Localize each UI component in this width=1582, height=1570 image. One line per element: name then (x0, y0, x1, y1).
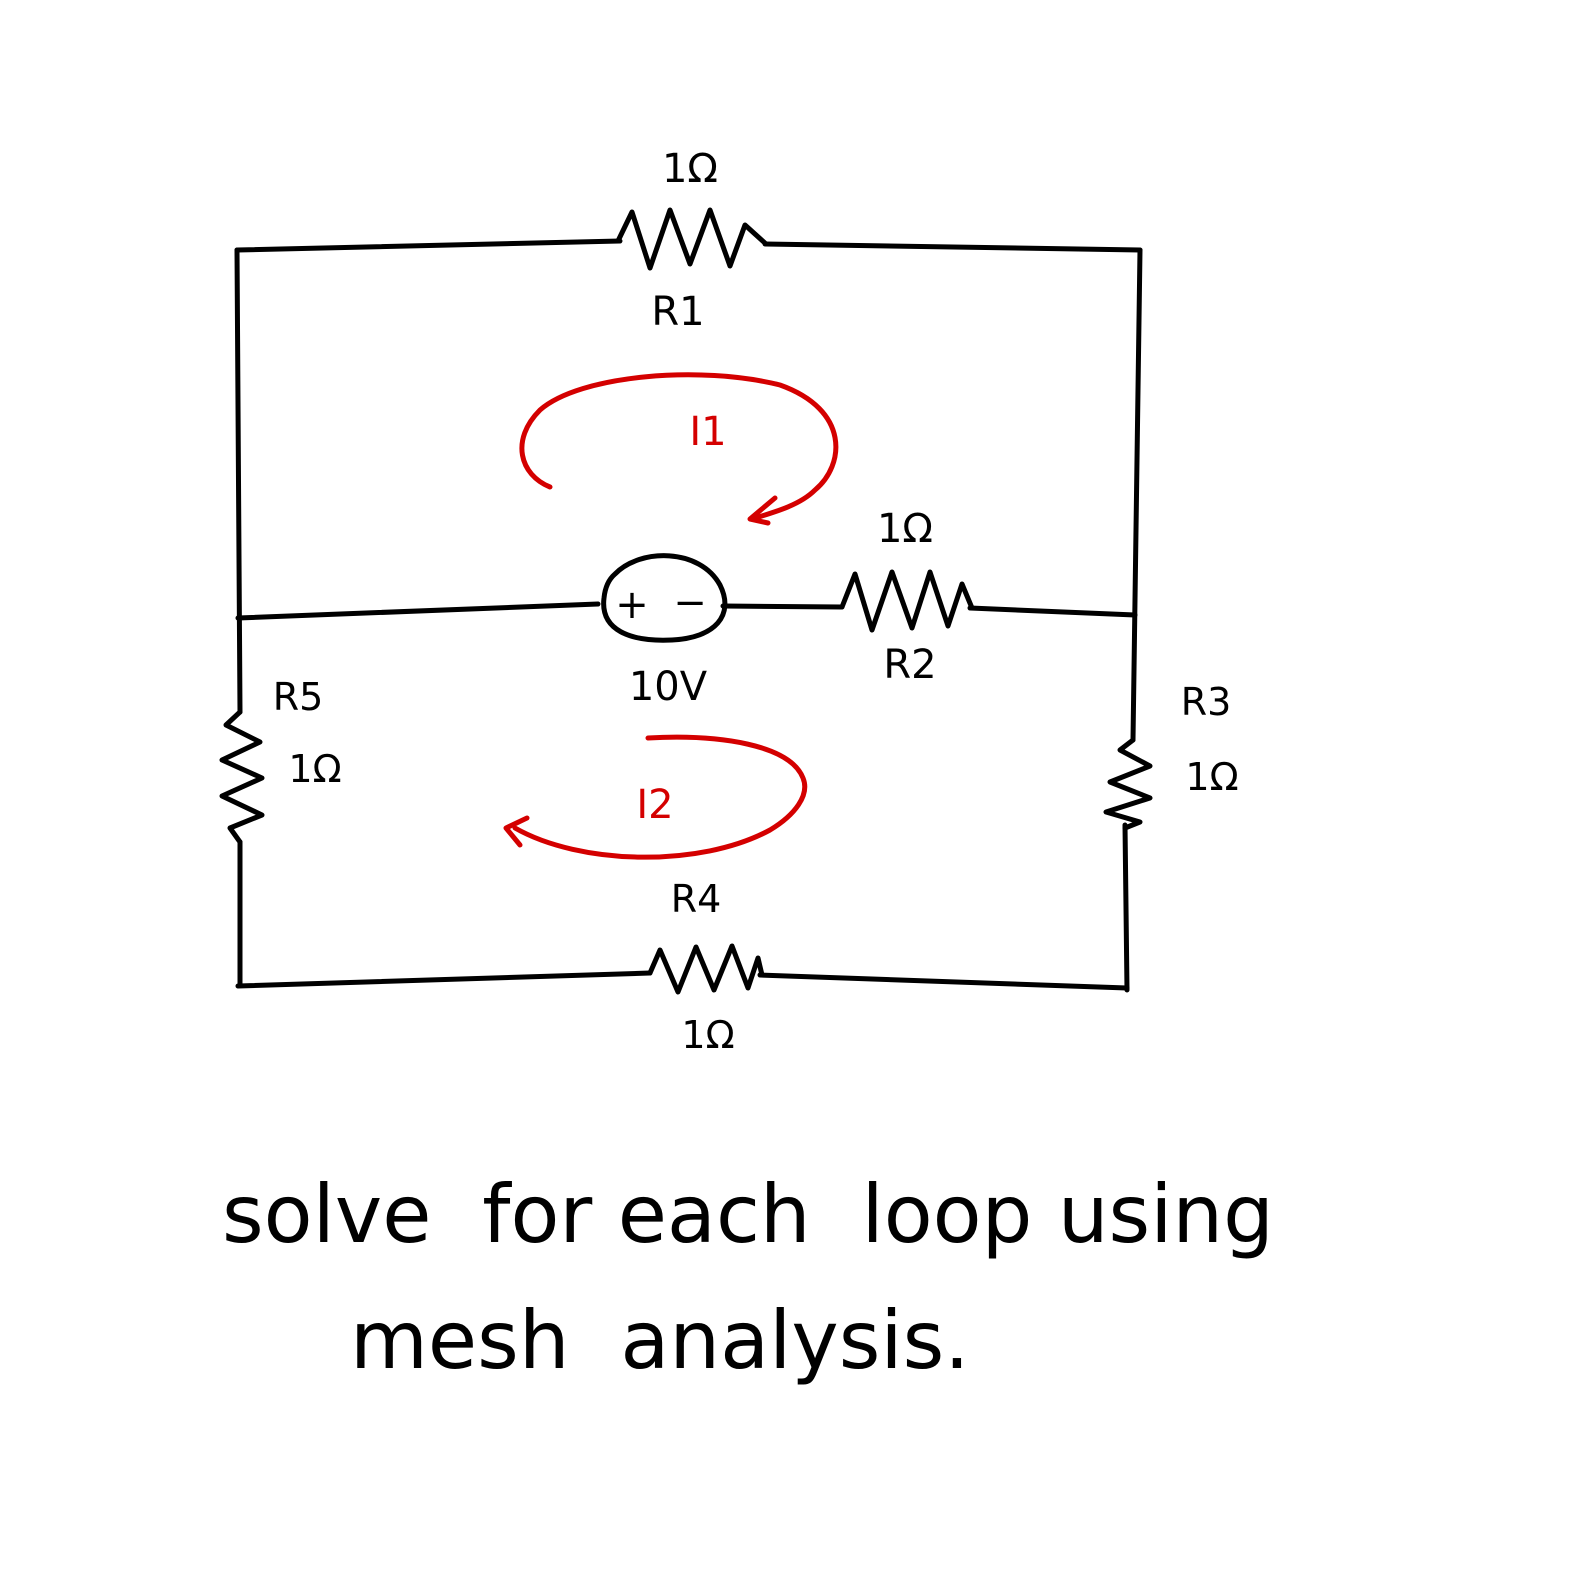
r5-name-label: R5 (273, 675, 324, 719)
left-wire-upper (234, 247, 243, 715)
resistor-r3 (1103, 737, 1153, 831)
mesh-i1-arc (519, 372, 839, 522)
wires (234, 238, 1143, 993)
r2-name-label: R2 (883, 642, 936, 688)
r1-name-label: R1 (651, 289, 704, 335)
resistor-r1 (615, 207, 769, 271)
resistor-r4 (647, 943, 765, 995)
r4-value-label: 1Ω (681, 1013, 734, 1057)
r1-value-label: 1Ω (662, 146, 718, 192)
r4-name-label: R4 (671, 877, 722, 921)
r3-value-label: 1Ω (1185, 755, 1238, 799)
top-wire-right (762, 241, 1143, 253)
source-minus-sign: − (673, 580, 707, 626)
mesh-i2-arc (512, 734, 808, 860)
mesh-i2-arrowhead (503, 815, 530, 848)
bottom-wire-left (235, 970, 653, 989)
source-circle (601, 553, 728, 643)
r2-value-label: 1Ω (877, 506, 933, 552)
source-plus-sign: + (615, 582, 649, 628)
mesh-arrow-i2 (503, 734, 808, 860)
right-wire-upper (1130, 247, 1143, 743)
middle-wire-left (235, 601, 601, 621)
middle-wire-right (967, 605, 1138, 618)
mesh-i1-arrowhead (747, 495, 778, 526)
source-value-label: 10V (629, 664, 708, 710)
prompt-line-1: solve for each loop using (222, 1168, 1274, 1261)
voltage-source: + − (601, 553, 728, 643)
mesh-i1-label: I1 (689, 409, 726, 455)
prompt-line-2: mesh analysis. (350, 1294, 970, 1387)
r5-value-label: 1Ω (288, 747, 341, 791)
right-wire-lower (1122, 822, 1130, 993)
bottom-wire-right (757, 972, 1130, 991)
mesh-i2-label: I2 (636, 782, 673, 828)
resistor-r5 (219, 709, 265, 845)
top-wire-left (234, 238, 623, 253)
r3-name-label: R3 (1181, 680, 1232, 724)
middle-wire-mid (720, 603, 845, 610)
mesh-arrow-i1 (519, 372, 839, 526)
resistor-r2 (839, 569, 975, 633)
